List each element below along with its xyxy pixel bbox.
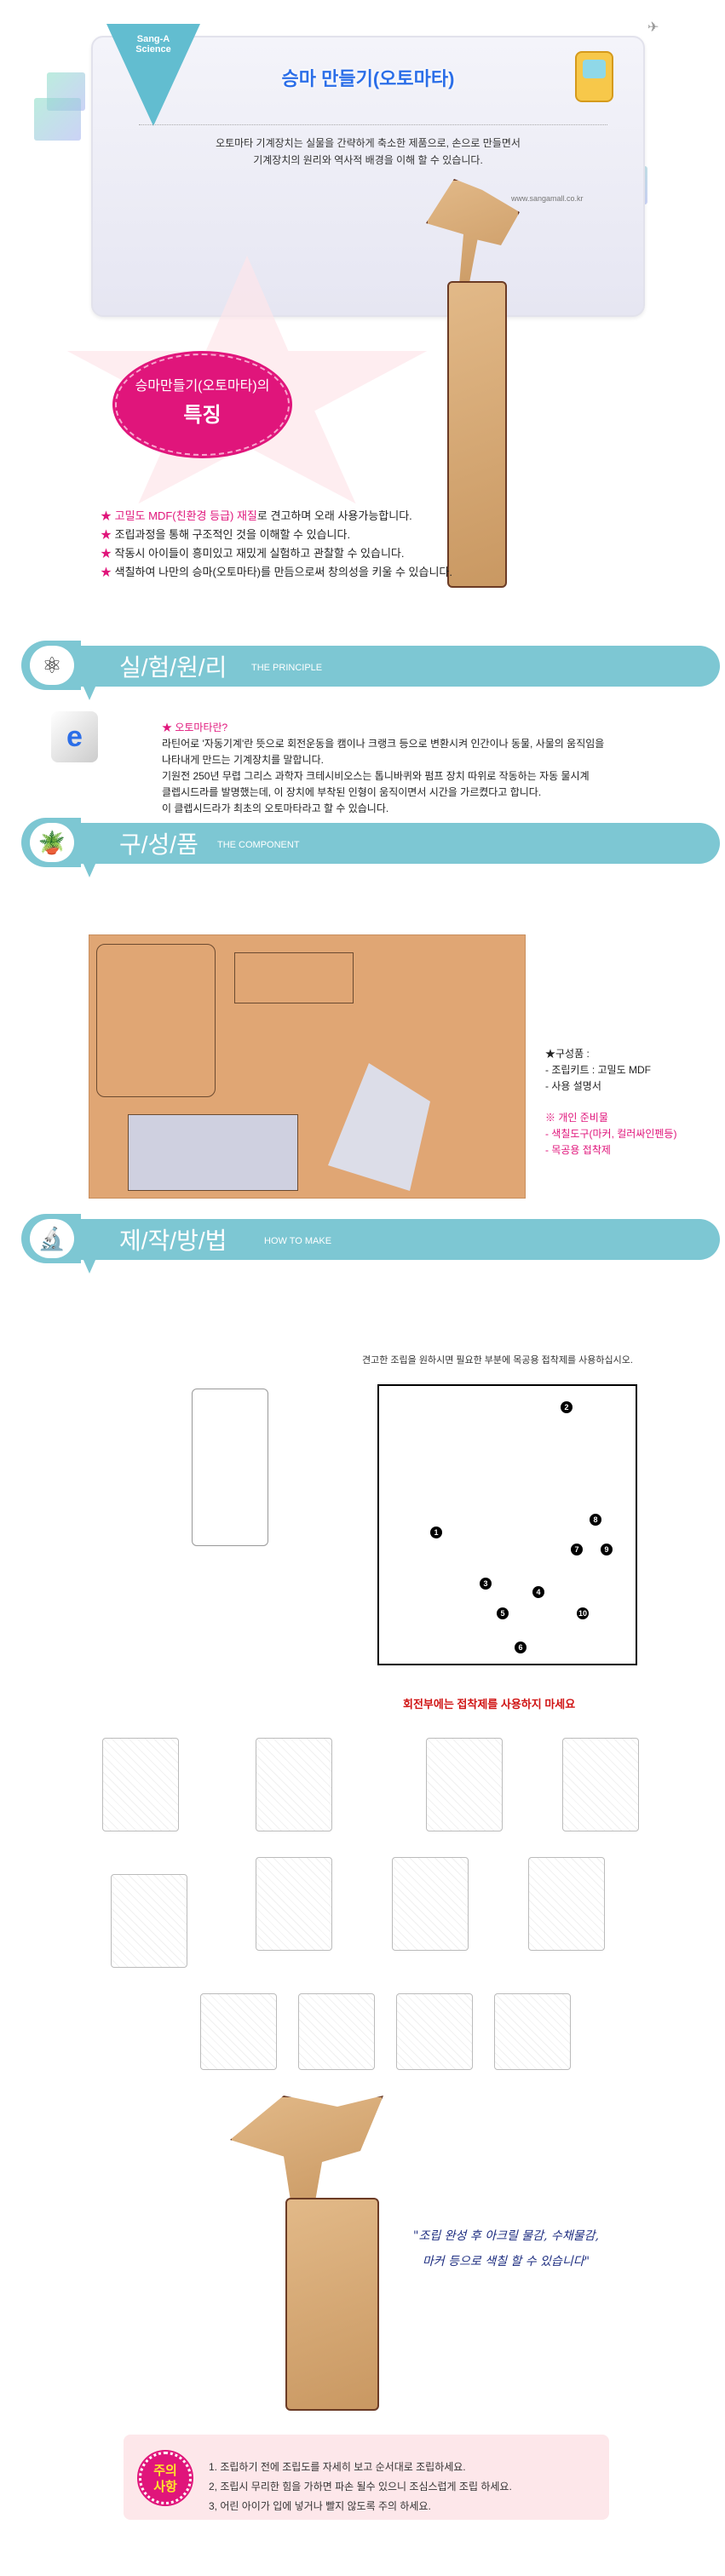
principle-question: ★ 오토마타란? xyxy=(162,722,228,733)
plant-pot-icon: 🪴 xyxy=(30,823,74,862)
caution-box xyxy=(124,2435,609,2520)
feature-text: 조립과정을 통해 구조적인 것을 이해할 수 있습니다. xyxy=(114,528,351,541)
howto-banner: 🔬 제/작/방/법 HOW TO MAKE xyxy=(21,1214,720,1274)
desc-line: 기계장치의 원리와 역사적 배경을 이해 할 수 있습니다. xyxy=(253,154,483,166)
robot-mascot-icon xyxy=(575,51,613,102)
star-icon: ★ xyxy=(101,566,112,578)
quote-line: 마커 등으로 색칠 할 수 있습니다" xyxy=(422,2255,590,2268)
personal-heading: ※ 개인 준비물 xyxy=(545,1112,608,1124)
feature-item: ★ 색칠하여 나만의 승마(오토마타)를 만듬으로써 창의성을 키울 수 있습니… xyxy=(101,563,452,582)
part-number: 4 xyxy=(532,1586,544,1598)
star-icon: ★ xyxy=(101,547,112,560)
principle-text: ★ 오토마타란? 라틴어로 '자동기계'란 뜻으로 회전운동을 캠이나 크랭크 … xyxy=(162,720,707,817)
step-diagram xyxy=(256,1857,332,1951)
component-list: ★구성품 : - 조립키트 : 고밀도 MDF - 사용 설명서 ※ 개인 준비… xyxy=(545,1046,676,1159)
principle-banner: ⚛ 실/험/원/리 THE PRINCIPLE xyxy=(21,641,720,700)
principle-line: 클렙시드라를 발명했는데, 이 장치에 부착된 인형이 움직이면서 시간을 가르… xyxy=(162,786,542,798)
glue-note: 견고한 조립을 원하시면 필요한 부분에 목공용 접착제를 사용하십시오. xyxy=(362,1355,633,1366)
caution-item: 2, 조립시 무리한 힘을 가하면 파손 될수 있으니 조심스럽게 조립 하세요… xyxy=(209,2481,512,2493)
e-cube-icon: e xyxy=(51,711,98,762)
part-number: 9 xyxy=(601,1544,613,1555)
feature-item: ★ 조립과정을 통해 구조적인 것을 이해할 수 있습니다. xyxy=(101,526,452,544)
finished-horse-photo xyxy=(230,2096,383,2206)
principle-line: 라틴어로 '자동기계'란 뜻으로 회전운동을 캠이나 크랭크 등으로 변환시켜 … xyxy=(162,738,605,750)
caution-list: 1. 조립하기 전에 조립도를 자세히 보고 순서대로 조립하세요. 2, 조립… xyxy=(209,2458,512,2516)
principle-line: 이 클렙시드라가 최초의 오토마타라고 할 수 있습니다. xyxy=(162,802,389,814)
personal-item: - 색칠도구(마커, 컬러싸인펜등) xyxy=(545,1128,677,1140)
brand-line: Science xyxy=(135,44,171,55)
badge-line: 주의 xyxy=(153,2464,177,2478)
step-diagram xyxy=(200,1993,277,2070)
atom-icon: ⚛ xyxy=(30,646,74,685)
finished-stand-photo xyxy=(285,2198,379,2411)
step-diagram xyxy=(298,1993,375,2070)
feature-text: 작동시 아이들이 흥미있고 재밌게 실험하고 관찰할 수 있습니다. xyxy=(114,547,405,560)
section-title: 구/성/품 xyxy=(119,831,199,858)
brand-line: Sang-A xyxy=(136,34,170,44)
site-url: www.sangamall.co.kr xyxy=(511,194,584,203)
part-number: 2 xyxy=(561,1401,573,1413)
section-subtitle: HOW TO MAKE xyxy=(264,1236,332,1246)
step-diagram xyxy=(494,1993,571,2070)
section-subtitle: THE PRINCIPLE xyxy=(251,663,323,673)
badge-line: 사항 xyxy=(153,2480,177,2494)
section-title: 실/험/원/리 xyxy=(119,654,227,681)
section-subtitle: THE COMPONENT xyxy=(217,840,300,850)
step-diagram xyxy=(528,1857,605,1951)
decor-square xyxy=(34,98,81,141)
divider xyxy=(139,124,607,125)
bubble-heading: 특징 xyxy=(183,404,222,427)
step-diagram xyxy=(392,1857,469,1951)
principle-line: 기원전 250년 무렵 그리스 과학자 크테시비오스는 톱니바퀴와 펌프 장치 … xyxy=(162,770,590,782)
feature-item: ★ 고밀도 MDF(친환경 등급) 재질로 견고하며 오래 사용가능합니다. xyxy=(101,507,452,526)
part-number: 7 xyxy=(571,1544,583,1555)
principle-line: 나타내게 만드는 기계장치를 말합니다. xyxy=(162,754,324,766)
section-title: 제/작/방/법 xyxy=(119,1228,227,1254)
paper-plane-icon: ✈ xyxy=(647,20,659,35)
feature-text: 색칠하여 나만의 승마(오토마타)를 만듬으로써 창의성을 키울 수 있습니다. xyxy=(114,566,452,578)
glue-warning: 회전부에는 접착제를 사용하지 마세요 xyxy=(403,1698,576,1711)
microscope-icon: 🔬 xyxy=(30,1219,74,1258)
step-diagram xyxy=(256,1738,332,1831)
part-number: 5 xyxy=(497,1607,509,1619)
feature-item: ★ 작동시 아이들이 흥미있고 재밌게 실험하고 관찰할 수 있습니다. xyxy=(101,544,452,563)
step-diagram xyxy=(426,1738,503,1831)
coloring-quote: "조립 완성 후 아크릴 물감, 수채물감, 마커 등으로 색칠 할 수 있습니다… xyxy=(413,2223,599,2274)
page-title: 승마 만들기(오토마타) xyxy=(281,68,455,89)
component-item: - 조립키트 : 고밀도 MDF xyxy=(545,1064,651,1076)
quote-line: "조립 완성 후 아크릴 물감, 수채물감, xyxy=(413,2229,599,2243)
caution-item: 3, 어린 아이가 입에 넣거나 빨지 않도록 주의 하세요. xyxy=(209,2500,431,2512)
step-diagram xyxy=(562,1738,639,1831)
part-number: 8 xyxy=(590,1514,601,1526)
mdf-kit-photo xyxy=(89,934,526,1199)
step-diagram xyxy=(111,1874,187,1968)
feature-highlight: 고밀도 MDF(친환경 등급) 재질 xyxy=(114,509,257,522)
part-number: 6 xyxy=(515,1642,526,1653)
feature-text: 로 견고하며 오래 사용가능합니다. xyxy=(256,509,412,522)
parts-diagram: 1 2 3 4 5 6 7 8 9 10 xyxy=(377,1384,637,1665)
step-diagram xyxy=(396,1993,473,2070)
features-list: ★ 고밀도 MDF(친환경 등급) 재질로 견고하며 오래 사용가능합니다. ★… xyxy=(101,507,452,582)
desc-line: 오토마타 기계장치는 실물을 간략하게 축소한 제품으로, 손으로 만들면서 xyxy=(216,137,521,149)
part-number: 10 xyxy=(577,1607,589,1619)
star-icon: ★ xyxy=(101,509,112,522)
star-icon: ★ xyxy=(101,528,112,541)
component-banner: 🪴 구/성/품 THE COMPONENT xyxy=(21,818,720,877)
assembled-diagram xyxy=(192,1389,268,1546)
caution-item: 1. 조립하기 전에 조립도를 자세히 보고 순서대로 조립하세요. xyxy=(209,2461,466,2473)
step-diagram xyxy=(102,1738,179,1831)
component-item: - 사용 설명서 xyxy=(545,1080,601,1092)
component-heading: ★구성품 : xyxy=(545,1048,590,1060)
bubble-line: 승마만들기(오토마타)의 xyxy=(135,379,270,394)
part-number: 1 xyxy=(430,1527,442,1538)
personal-item: - 목공용 접착제 xyxy=(545,1144,611,1156)
automata-stand-photo xyxy=(447,281,507,588)
intro-card xyxy=(91,36,645,317)
part-number: 3 xyxy=(480,1578,492,1590)
